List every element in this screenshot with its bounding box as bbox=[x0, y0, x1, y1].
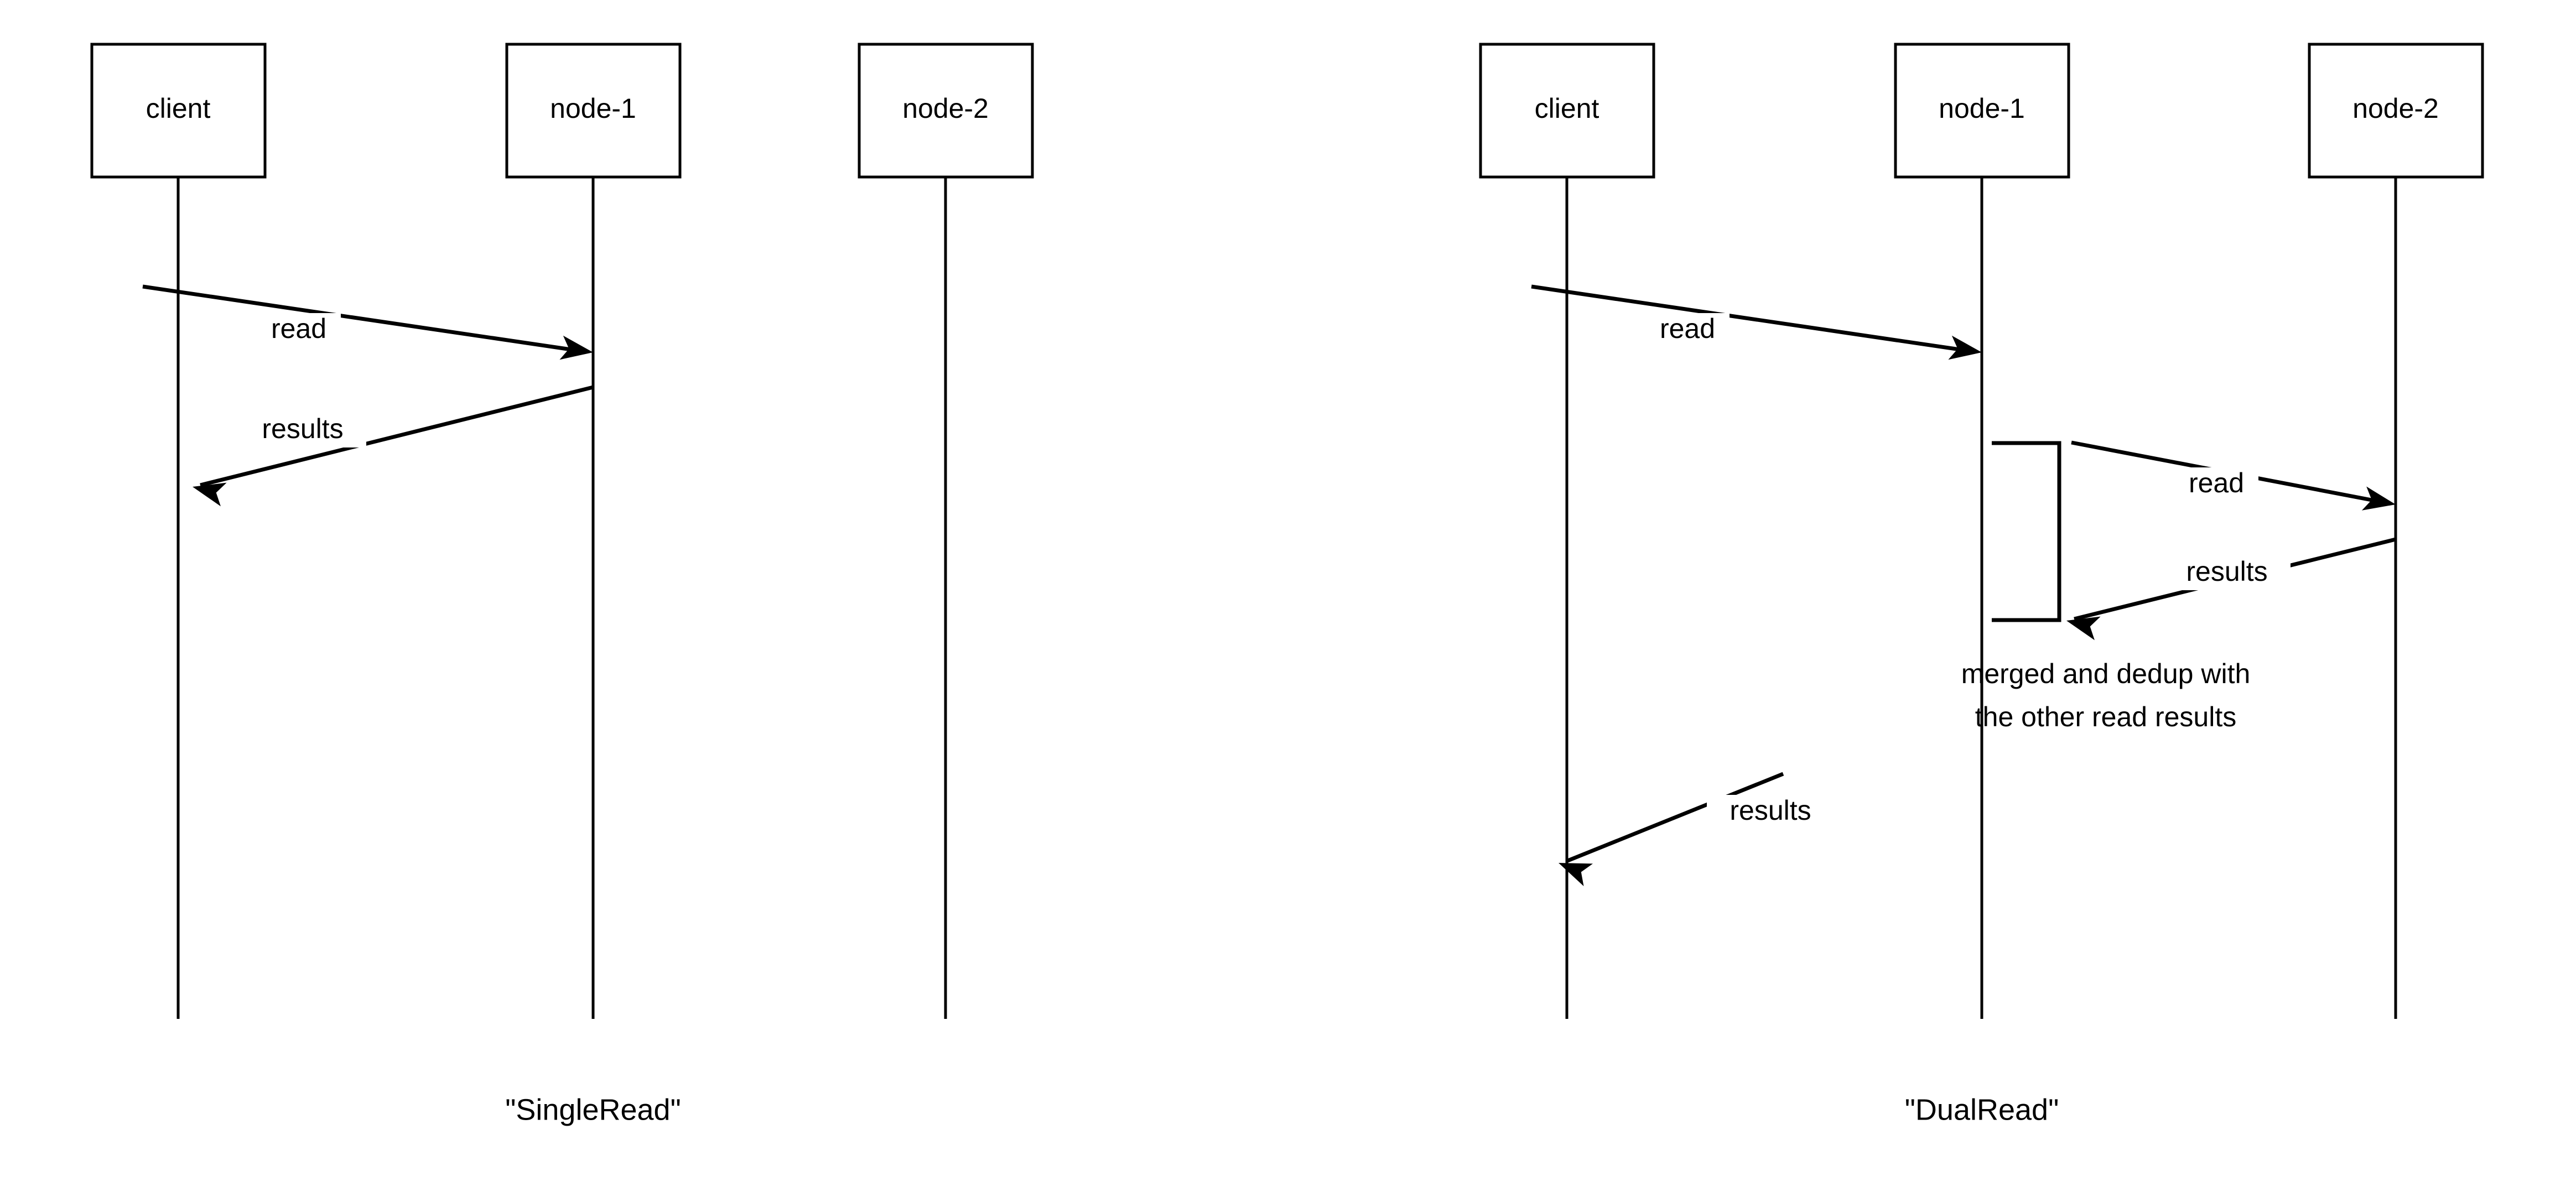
message-line-results-1-right bbox=[1565, 772, 1784, 863]
label-backdrop bbox=[2174, 467, 2258, 502]
label-backdrop bbox=[1645, 313, 1730, 347]
note-line-1-merged-dedup: merged and dedup with bbox=[1961, 658, 2251, 689]
participant-box-client-left bbox=[90, 43, 267, 179]
participant-label-client-left: client bbox=[146, 93, 211, 124]
participant-label-node-1-right: node-1 bbox=[1939, 93, 2025, 124]
label-backdrop bbox=[2163, 556, 2291, 590]
participant-label-node-2-left: node-2 bbox=[902, 93, 989, 124]
panel-caption-dual-read: "DualRead" bbox=[1905, 1093, 2059, 1126]
message-label-read-1-right: read bbox=[1660, 313, 1715, 344]
participant-label-client-right: client bbox=[1535, 93, 1599, 124]
message-label-read-left: read bbox=[271, 313, 326, 344]
message-label-results-left: results bbox=[262, 413, 343, 444]
note-line-2-merged-dedup: the other read results bbox=[1975, 701, 2237, 732]
label-backdrop bbox=[239, 413, 366, 447]
participant-box-node-1-right bbox=[1894, 43, 2070, 179]
message-line-results-left bbox=[200, 385, 594, 487]
participant-box-client-right bbox=[1479, 43, 1655, 179]
activation-bracket-node-1 bbox=[1992, 441, 2061, 622]
participant-box-node-2-right bbox=[2308, 43, 2484, 179]
message-line-read-1-right bbox=[1531, 284, 1976, 354]
message-label-results-2-right: results bbox=[2186, 556, 2267, 587]
label-backdrop bbox=[1707, 795, 1834, 829]
participant-box-node-1-left bbox=[505, 43, 682, 179]
message-label-results-1-right: results bbox=[1730, 795, 1811, 826]
participant-label-node-2-right: node-2 bbox=[2352, 93, 2439, 124]
participant-label-node-1-left: node-1 bbox=[550, 93, 636, 124]
message-label-read-2-right: read bbox=[2189, 467, 2244, 498]
message-line-read-left bbox=[142, 284, 587, 354]
label-backdrop bbox=[257, 313, 341, 347]
panel-caption-single-read: "SingleRead" bbox=[505, 1093, 681, 1126]
participant-box-node-2-left bbox=[858, 43, 1034, 179]
